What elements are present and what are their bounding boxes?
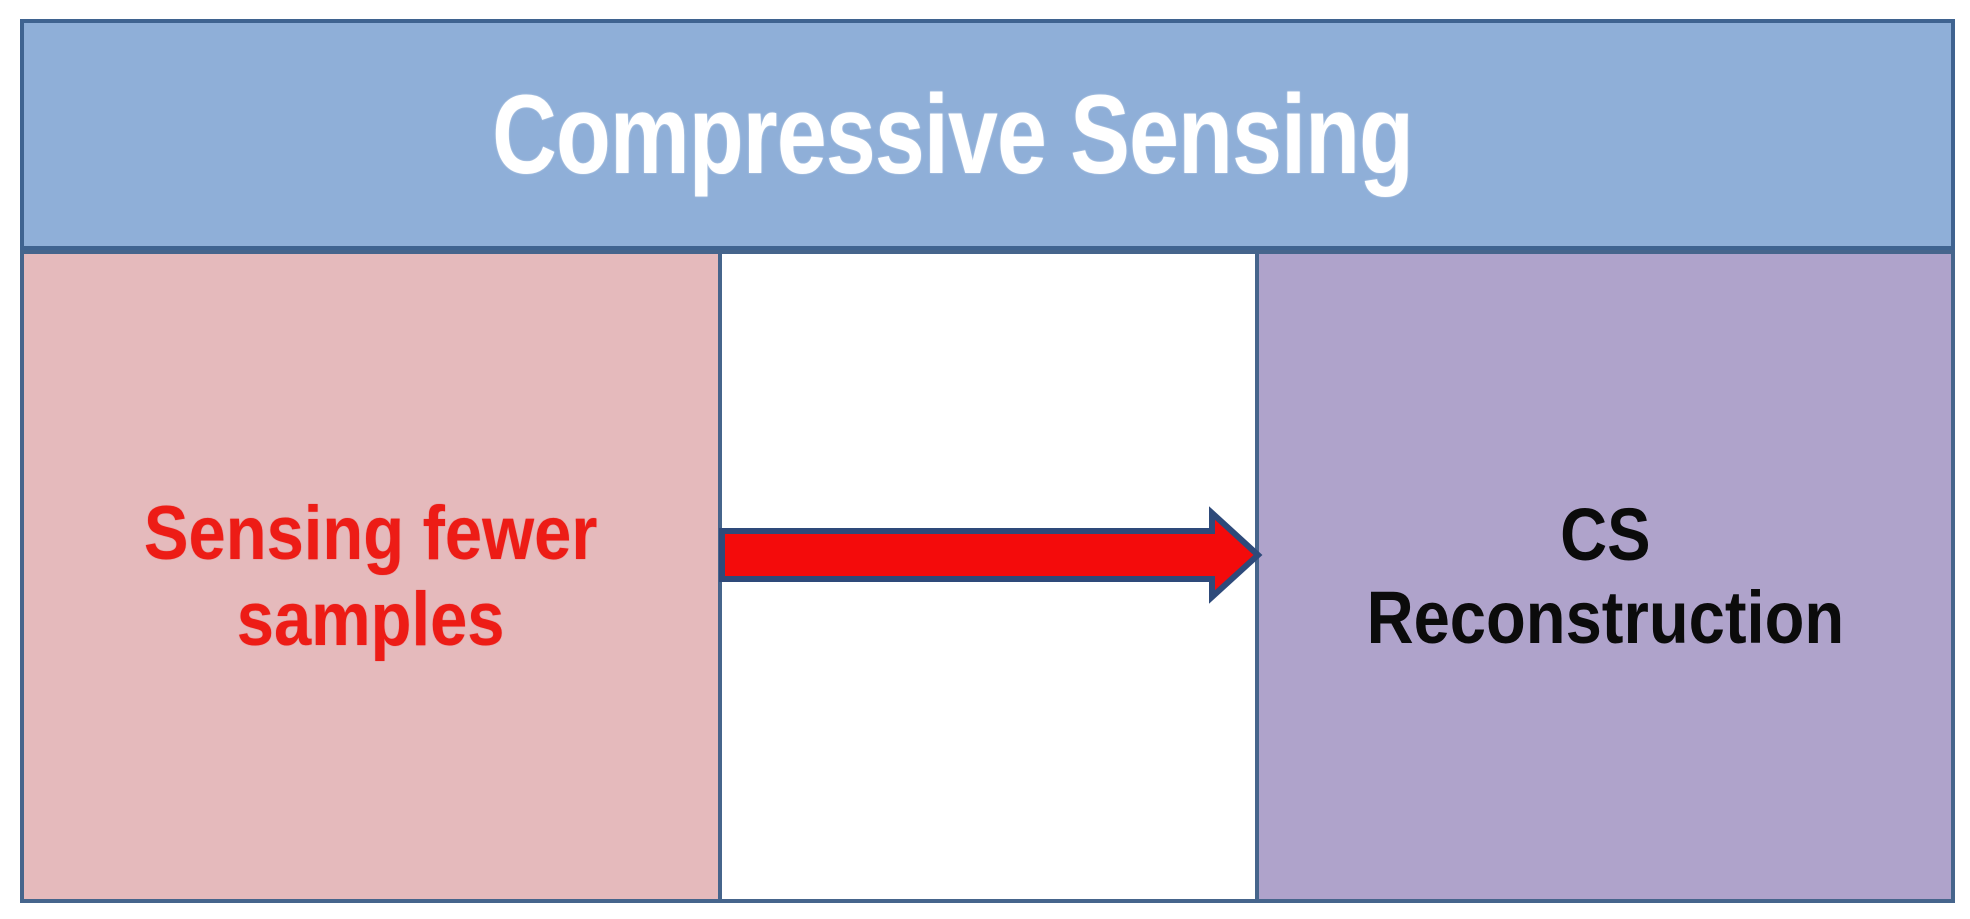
panel-target-label: CS Reconstruction bbox=[1366, 492, 1844, 659]
panel-source-label: Sensing fewer samples bbox=[144, 491, 598, 662]
panel-sensing-fewer-samples: Sensing fewer samples bbox=[20, 250, 722, 903]
panel-cs-reconstruction: CS Reconstruction bbox=[1255, 250, 1955, 903]
page-title: Compressive Sensing bbox=[492, 71, 1414, 197]
panel-row: Sensing fewer samples CS Reconstruction bbox=[20, 250, 1955, 903]
diagram-header-banner: Compressive Sensing bbox=[20, 19, 1955, 250]
panel-arrow-container bbox=[718, 250, 1259, 903]
